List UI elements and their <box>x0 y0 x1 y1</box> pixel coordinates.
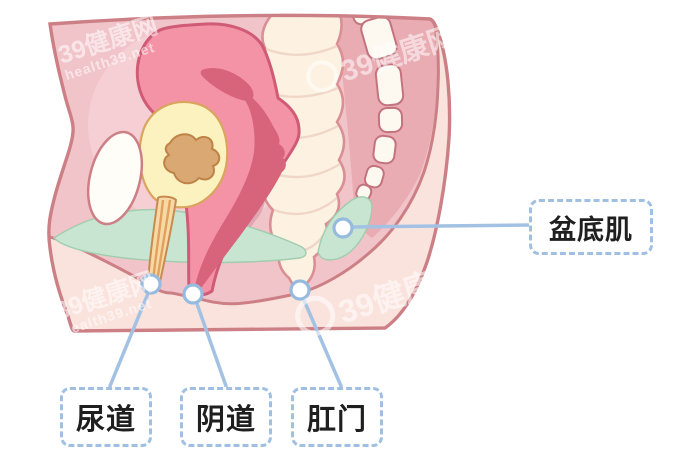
bladder-trigone <box>163 133 221 185</box>
leader-urethra <box>108 289 151 388</box>
leader-markers <box>140 217 354 305</box>
leader-pelvic-floor <box>350 223 534 229</box>
urethra-stripes <box>151 199 172 283</box>
marker-pelvic-floor <box>332 217 354 239</box>
leader-lines <box>108 223 534 388</box>
leader-vagina <box>194 299 228 388</box>
label-vagina: 阴道 <box>180 387 272 447</box>
sacrum-bones <box>348 15 405 213</box>
pubic-bone-shape <box>86 130 144 226</box>
body-silhouette-outline <box>47 13 452 333</box>
marker-vagina <box>182 283 204 305</box>
cervical-vaginal-canal <box>195 95 286 290</box>
label-urethra: 尿道 <box>60 387 152 447</box>
label-pelvic-floor: 盆底肌 <box>529 199 653 255</box>
lower-body-region <box>48 20 450 331</box>
marker-urethra <box>140 273 162 295</box>
label-anus: 肛门 <box>291 387 383 447</box>
pelvic-floor-muscle-left <box>52 208 307 264</box>
marker-anus <box>289 279 311 301</box>
leader-anus <box>301 296 343 388</box>
uterine-cavity <box>200 67 254 102</box>
